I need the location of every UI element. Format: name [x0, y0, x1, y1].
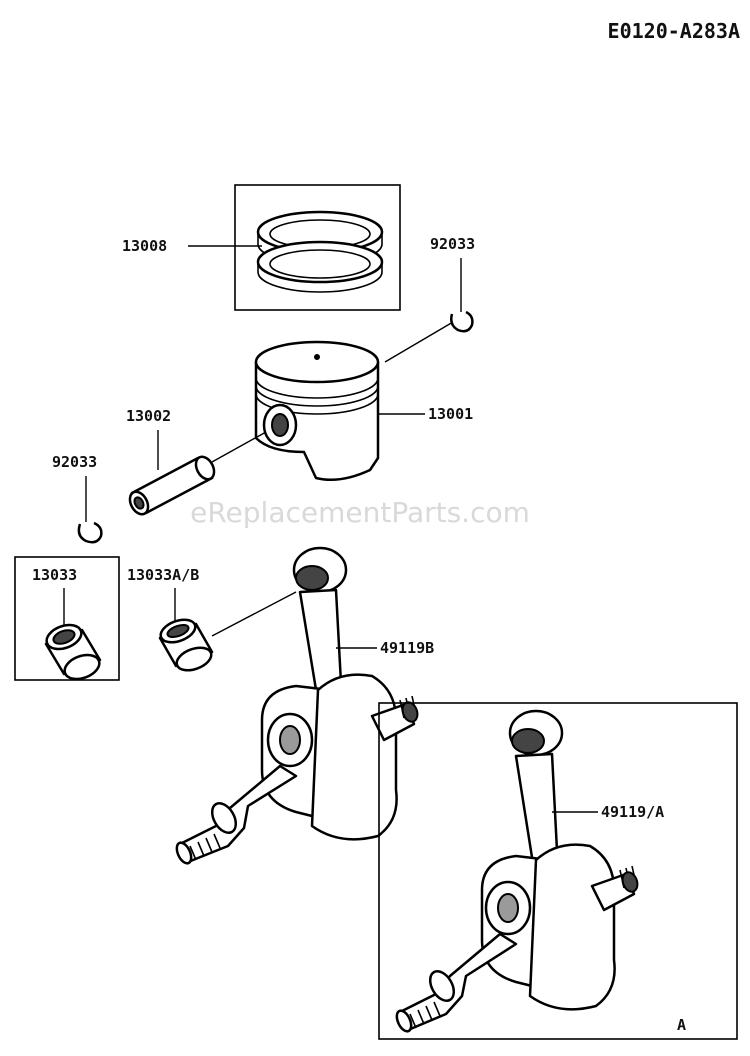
label-13001: 13001 [428, 405, 473, 423]
label-92033-top: 92033 [430, 235, 475, 253]
label-49119a: 49119/A [601, 803, 664, 821]
piston-13001[interactable] [254, 340, 380, 481]
label-13002: 13002 [126, 407, 171, 425]
axis-line-piston-pin-left [211, 431, 267, 463]
circlip-92033-left[interactable] [77, 521, 103, 544]
inset-box-a [378, 702, 738, 1040]
piston-rings-13008[interactable] [234, 184, 401, 311]
bearing-13033-box [14, 556, 120, 681]
circlip-92033-top[interactable] [450, 310, 474, 333]
axis-line-bearing [211, 591, 297, 637]
watermark: eReplacementParts.com [190, 496, 530, 529]
needle-bearing-13033[interactable] [43, 621, 102, 684]
label-13008: 13008 [122, 237, 167, 255]
piston-rings-box [234, 184, 401, 311]
piston-pin-13002[interactable] [126, 454, 217, 518]
label-13033ab: 13033A/B [127, 566, 199, 584]
bearing-13033ab[interactable] [158, 615, 215, 674]
axis-line-piston-pin-right [384, 321, 454, 363]
label-49119b: 49119B [380, 639, 434, 657]
diagram-code: E0120-A283A [608, 19, 740, 43]
crankshaft-49119b[interactable] [174, 546, 420, 866]
label-13033: 13033 [32, 566, 77, 584]
inset-marker-a: A [677, 1016, 686, 1034]
label-92033-left: 92033 [52, 453, 97, 471]
crankshaft-49119a[interactable] [394, 709, 640, 1034]
